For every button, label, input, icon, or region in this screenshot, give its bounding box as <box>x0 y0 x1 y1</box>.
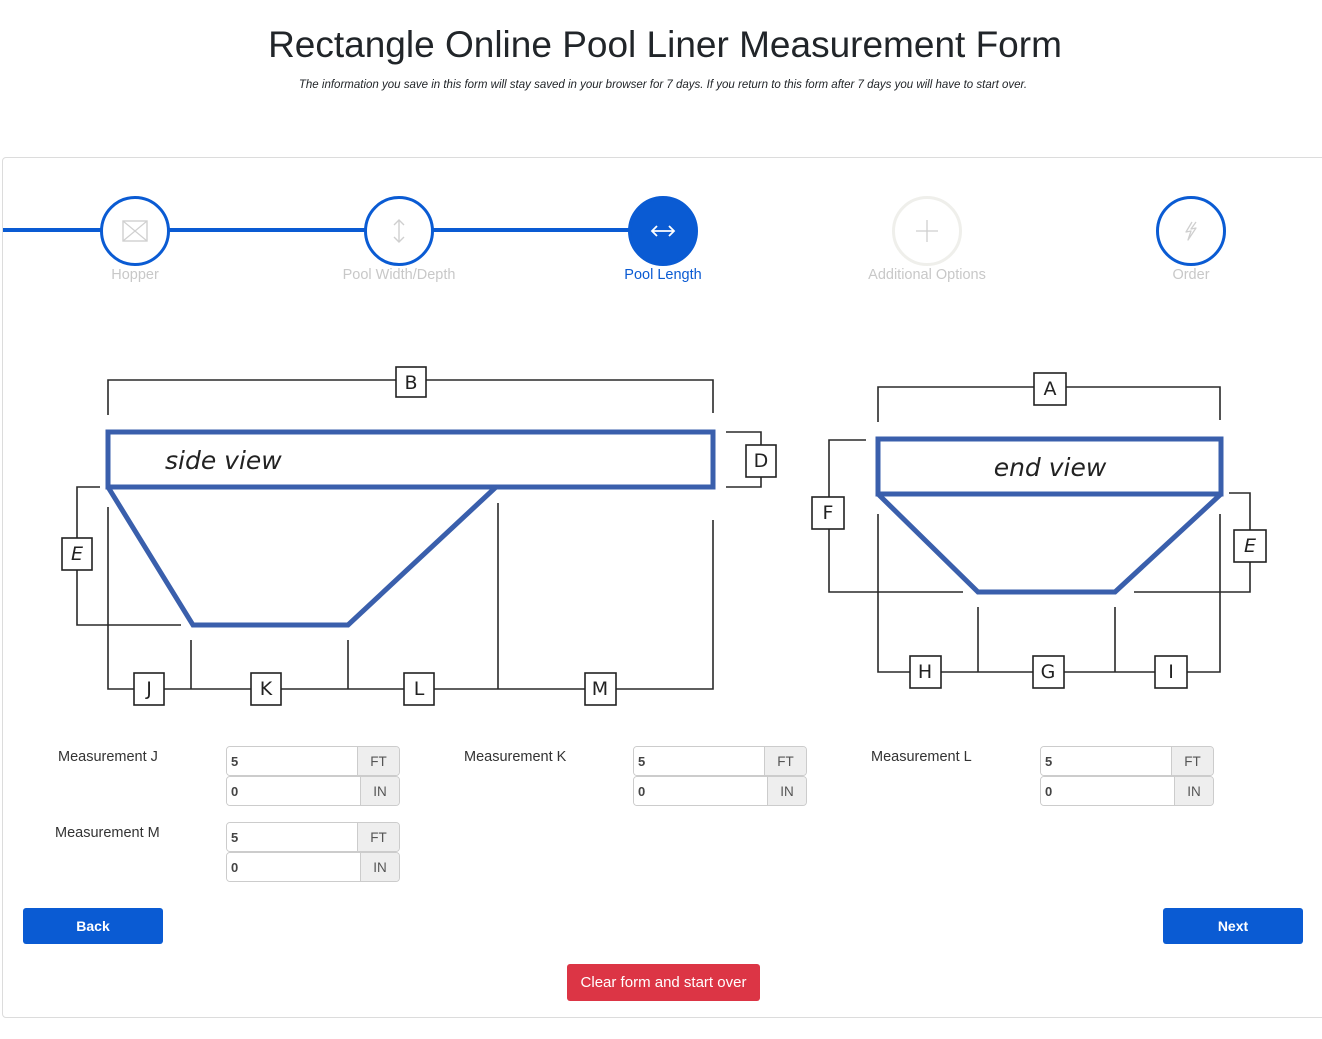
measurement-k-inches-input[interactable] <box>634 777 767 805</box>
pool-side-profile <box>105 485 498 628</box>
end-view-title: end view <box>994 453 1107 482</box>
svg-text:E: E <box>1244 535 1256 557</box>
dimension-baseline <box>107 507 714 690</box>
measurement-m-feet-input[interactable] <box>227 823 357 851</box>
unit-label: FT <box>764 747 806 775</box>
clear-form-button[interactable]: Clear form and start over <box>567 964 760 1001</box>
step-connector <box>3 228 663 232</box>
unit-label: IN <box>1174 777 1213 805</box>
svg-text:A: A <box>1044 378 1057 400</box>
step-circle[interactable] <box>628 196 698 266</box>
label-m: M <box>584 672 617 706</box>
unit-label: IN <box>360 853 399 881</box>
end-view-diagram: end view A F E H G I <box>800 0 1322 720</box>
unit-label: IN <box>767 777 806 805</box>
feet-input-group: FT <box>226 822 400 852</box>
unit-label: FT <box>1171 747 1213 775</box>
step-hopper[interactable]: Hopper <box>65 196 205 283</box>
svg-text:F: F <box>823 502 834 524</box>
unit-label: FT <box>357 823 399 851</box>
measurement-l-feet-input[interactable] <box>1041 747 1171 775</box>
step-order[interactable]: Order <box>1121 196 1261 283</box>
pool-end-profile <box>876 492 1223 595</box>
step-label: Pool Length <box>624 267 702 283</box>
horizontal-arrows-icon <box>650 225 676 237</box>
side-view-diagram: side view B D E J K L M <box>0 0 800 720</box>
label-e-end: E <box>1233 529 1267 563</box>
step-pool-width-depth[interactable]: Pool Width/Depth <box>329 196 469 283</box>
inches-input-group: IN <box>226 852 400 882</box>
dimension-line-f <box>828 439 963 593</box>
feet-input-group: FT <box>226 746 400 776</box>
measurement-label: Measurement J <box>58 749 158 765</box>
lightning-icon <box>1185 221 1197 241</box>
label-d: D <box>745 444 777 478</box>
step-circle[interactable] <box>364 196 434 266</box>
svg-text:M: M <box>592 678 608 700</box>
side-view-title: side view <box>165 446 282 475</box>
image-placeholder-icon <box>122 220 148 242</box>
label-g: G <box>1032 655 1065 689</box>
step-circle[interactable] <box>100 196 170 266</box>
unit-label: FT <box>357 747 399 775</box>
label-e: E <box>61 537 93 571</box>
step-label: Additional Options <box>868 267 986 283</box>
measurement-m-inches-input[interactable] <box>227 853 360 881</box>
step-label: Pool Width/Depth <box>342 267 456 283</box>
step-pool-length[interactable]: Pool Length <box>593 196 733 283</box>
pool-top-rect <box>105 429 716 490</box>
dimension-line-e <box>1134 492 1251 593</box>
svg-text:H: H <box>918 661 932 683</box>
label-f: F <box>811 496 845 530</box>
svg-text:G: G <box>1041 661 1056 683</box>
step-circle[interactable] <box>892 196 962 266</box>
measurement-j-inches-input[interactable] <box>227 777 360 805</box>
step-label: Hopper <box>111 267 159 283</box>
vertical-arrows-icon <box>393 219 405 243</box>
pool-top-rect <box>875 436 1224 497</box>
svg-text:B: B <box>404 372 417 394</box>
svg-text:I: I <box>1168 661 1174 683</box>
svg-text:E: E <box>71 543 83 565</box>
unit-label: IN <box>360 777 399 805</box>
measurement-k-feet-input[interactable] <box>634 747 764 775</box>
svg-text:J: J <box>145 678 152 700</box>
inches-input-group: IN <box>226 776 400 806</box>
measurement-label: Measurement L <box>871 749 972 765</box>
page-title: Rectangle Online Pool Liner Measurement … <box>268 24 1062 65</box>
svg-text:L: L <box>414 678 425 700</box>
measurement-j-feet-input[interactable] <box>227 747 357 775</box>
label-b: B <box>395 366 427 398</box>
measurement-label: Measurement M <box>55 825 160 841</box>
form-card <box>2 157 1322 1018</box>
inches-input-group: IN <box>633 776 807 806</box>
step-circle[interactable] <box>1156 196 1226 266</box>
label-j: J <box>133 672 165 706</box>
feet-input-group: FT <box>1040 746 1214 776</box>
label-k: K <box>250 672 282 706</box>
plus-icon <box>916 220 938 242</box>
step-additional-options[interactable]: Additional Options <box>857 196 997 283</box>
inches-input-group: IN <box>1040 776 1214 806</box>
measurement-label: Measurement K <box>464 749 567 765</box>
next-button[interactable]: Next <box>1163 908 1303 944</box>
step-label: Order <box>1172 267 1210 283</box>
label-i: I <box>1154 655 1188 689</box>
svg-text:D: D <box>754 450 769 472</box>
back-button[interactable]: Back <box>23 908 163 944</box>
page-note: The information you save in this form wi… <box>298 79 1028 91</box>
label-a: A <box>1033 372 1067 406</box>
feet-input-group: FT <box>633 746 807 776</box>
svg-text:K: K <box>260 678 273 700</box>
label-l: L <box>403 672 435 706</box>
measurement-l-inches-input[interactable] <box>1041 777 1174 805</box>
label-h: H <box>909 655 942 689</box>
